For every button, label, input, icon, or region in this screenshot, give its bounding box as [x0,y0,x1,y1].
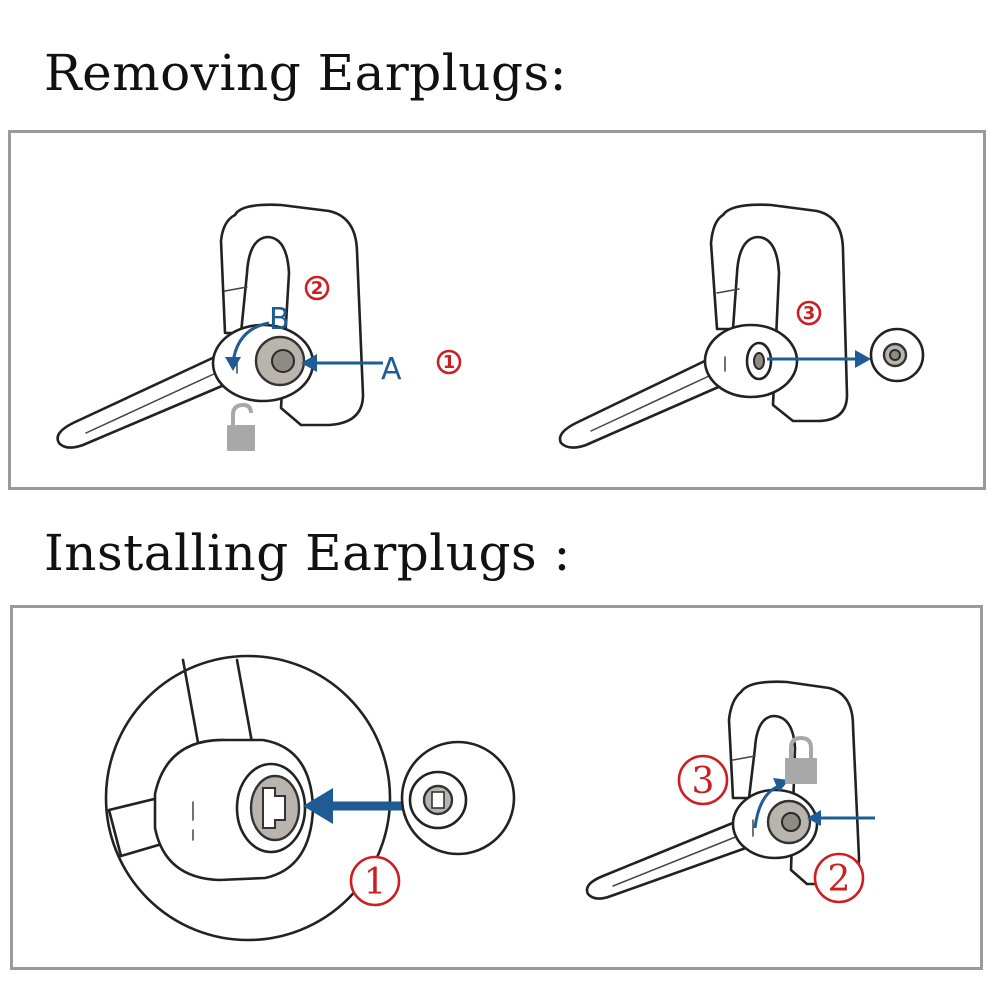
earplug-tip-key [431,791,445,809]
step-1-number: 1 [443,352,456,373]
ear-hook-seam [224,286,248,292]
closeup-socket-key [262,787,286,829]
earplug-core [271,349,295,373]
socket-core [753,352,765,370]
closeup-hook [181,658,255,750]
boom-mic-line [612,833,744,887]
lock-closed-icon [785,735,817,784]
removing-panel: B A 2 1 [8,130,986,490]
step-3-marker [796,300,822,326]
removing-heading: Removing Earplugs: [44,44,568,102]
boom-mic [585,816,759,900]
boom-mic-line [590,375,710,432]
headset-remove-step1: B A 2 1 [56,203,462,451]
step-2-number: 2 [828,859,851,900]
step-1-number: 1 [364,862,387,903]
label-a: A [381,352,402,387]
removing-illustration: B A 2 1 [56,203,925,451]
push-arrowhead [301,354,317,372]
boom-mic-line [85,372,217,434]
headset-remove-step2: 3 [558,203,925,449]
boom-mic [56,353,231,449]
earplug-core [781,812,801,832]
step-3-number: 3 [803,303,816,324]
lock-open-icon [227,402,255,451]
step-2-marker [304,275,330,301]
headset-install: 3 2 [585,680,875,904]
step-3-marker [677,754,729,806]
installing-closeup: 1 [104,654,516,942]
boom-mic [558,356,725,449]
step-1-marker [349,855,401,907]
installing-illustration: 1 3 2 [104,654,875,942]
pull-arrowhead [855,350,871,368]
step-3-number: 3 [692,761,715,802]
ear-hook-seam [716,288,740,294]
install-arrowhead [303,788,333,824]
installing-panel: 1 3 2 [10,605,983,970]
removed-earplug-core [889,349,901,361]
ear-hook-seam [732,755,756,761]
installing-heading: Installing Earplugs : [44,524,571,582]
label-b: B [269,302,290,337]
step-1-marker [436,349,462,375]
step-2-number: 2 [311,278,324,299]
rotate-arrowhead [225,357,241,371]
ear-hook [709,203,849,423]
rotate-arrow [753,784,780,829]
step-2-marker [813,852,865,904]
push-arrowhead [807,810,821,826]
